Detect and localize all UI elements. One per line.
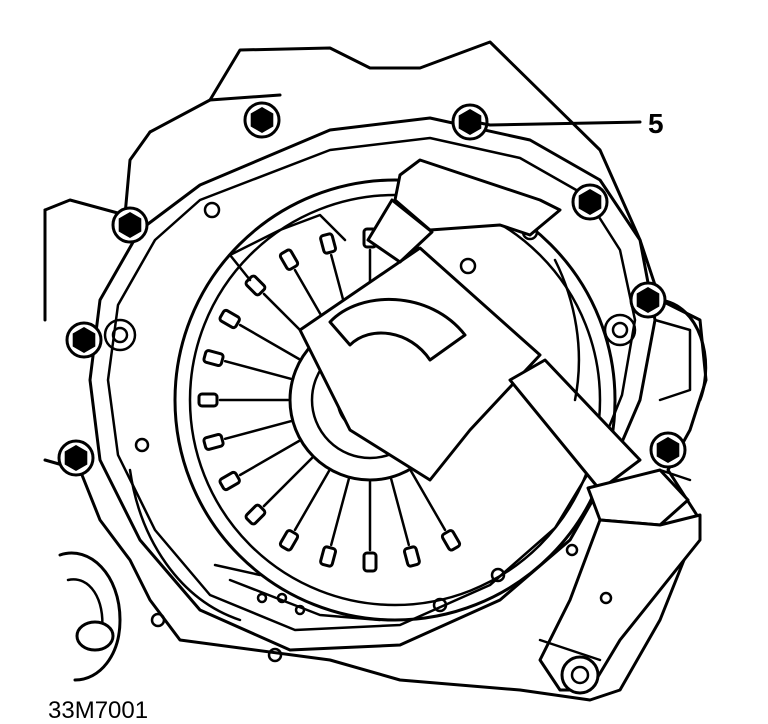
bolt-head xyxy=(64,445,88,471)
spring-finger xyxy=(389,477,411,547)
figure-reference: 33M7001 xyxy=(48,697,148,724)
bolt-head xyxy=(578,189,602,215)
spring-finger xyxy=(238,439,301,477)
spring-finger-tip xyxy=(402,545,421,568)
spring-finger-tip xyxy=(319,232,338,255)
spring-finger-tip xyxy=(319,545,338,568)
clutch-holding-tool xyxy=(298,158,702,695)
spring-finger-tip xyxy=(197,392,219,408)
spring-finger xyxy=(293,469,331,532)
callout-5: 5 xyxy=(473,108,664,139)
spring-finger-tip xyxy=(362,551,378,573)
spring-finger-tip xyxy=(202,349,225,368)
bolt-head xyxy=(72,327,96,353)
spring-finger-tip xyxy=(218,470,241,492)
spring-finger xyxy=(329,477,351,547)
callout-label: 5 xyxy=(648,108,664,139)
bolt-head xyxy=(250,107,274,133)
spring-finger xyxy=(223,419,293,441)
bolt-head xyxy=(656,437,680,463)
bolt-head xyxy=(118,212,142,238)
spring-finger-tip xyxy=(278,248,300,271)
spring-finger-tip xyxy=(440,529,462,552)
spring-finger xyxy=(223,359,293,381)
retaining-bolts xyxy=(57,101,687,477)
spring-finger-tip xyxy=(218,308,241,330)
bolt-head xyxy=(636,287,660,313)
spring-finger xyxy=(262,456,314,508)
spring-finger-tip xyxy=(202,432,225,451)
spring-finger xyxy=(409,469,447,532)
spring-finger-tip xyxy=(244,503,267,526)
bolt-head xyxy=(458,109,482,135)
spring-finger xyxy=(238,323,301,361)
spring-finger-tip xyxy=(278,529,300,552)
clutch-disc xyxy=(128,213,581,622)
